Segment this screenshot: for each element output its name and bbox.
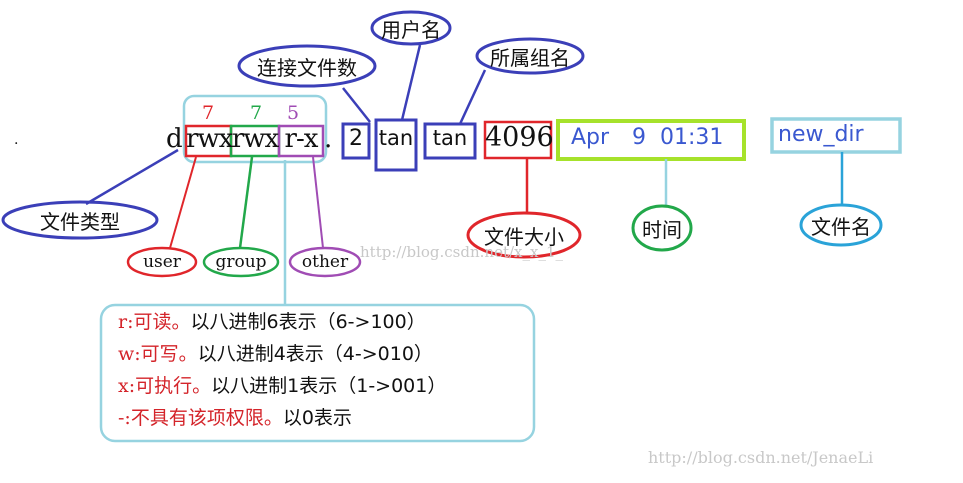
octal-group: 7 — [250, 102, 263, 124]
legend-item-write: w:可写。以八进制4表示（4->010） — [118, 338, 446, 370]
legend-key: x: — [118, 375, 136, 397]
watermark-center: http://blog.csdn.net/x_x_1_ — [360, 243, 563, 261]
file-name-bubble — [799, 203, 883, 247]
links-box — [341, 122, 371, 160]
legend-desc: 不具有该项权限。 — [130, 407, 283, 429]
file-type-connector — [85, 148, 179, 206]
size-value: 4096 — [485, 122, 554, 153]
owner-value: tan — [378, 126, 414, 150]
time-label: 时间 — [642, 217, 682, 242]
legend-item-read: r:可读。以八进制6表示（6->100） — [118, 306, 446, 338]
link-count-bubble — [237, 44, 377, 88]
legend-rest: 以0表示 — [282, 407, 352, 429]
group-name-label: 所属组名 — [490, 45, 570, 70]
group-name-box — [423, 122, 477, 160]
file-name-label: 文件名 — [811, 214, 871, 239]
legend-rest: 以八进制4表示（4->010） — [197, 343, 433, 365]
group-perm-text: rwx — [231, 124, 279, 154]
other-label: other — [301, 252, 349, 272]
legend-rest: 以八进制6表示（6->100） — [190, 311, 426, 333]
octal-other: 5 — [287, 102, 300, 124]
file-type-label: 文件类型 — [40, 209, 120, 234]
group-value: tan — [432, 126, 468, 150]
link-count-connector — [342, 87, 371, 123]
legend-key: r: — [118, 311, 134, 333]
date-time: 01:31 — [660, 125, 724, 150]
link-count-label: 连接文件数 — [257, 55, 357, 80]
group-connector — [238, 156, 254, 249]
user-label: user — [143, 252, 181, 272]
file-type-bubble — [1, 200, 159, 240]
legend-box — [99, 303, 536, 443]
username-label: 用户名 — [381, 17, 441, 42]
filename-value: new_dir — [778, 122, 864, 147]
legend-rest: 以八进制1表示（1->001） — [211, 375, 447, 397]
watermark-corner: http://blog.csdn.net/JenaeLi — [648, 448, 874, 467]
owner-box — [374, 118, 418, 172]
other-bubble — [288, 246, 362, 278]
group-name-bubble — [475, 37, 585, 75]
legend-key: -: — [118, 407, 131, 429]
link-count-value: 2 — [349, 126, 363, 151]
time-bubble — [631, 204, 693, 252]
legend-item-execute: x:可执行。以八进制1表示（1->001） — [118, 370, 446, 402]
trailing-dot: . — [324, 124, 333, 154]
username-bubble — [370, 10, 452, 46]
legend-item-none: -:不具有该项权限。以0表示 — [118, 402, 446, 434]
time-box — [556, 119, 746, 161]
file-type-char: d — [166, 124, 183, 154]
legend-desc: 可读。 — [133, 311, 191, 333]
other-connector — [312, 156, 324, 249]
group-label: group — [215, 252, 267, 272]
legend-list: r:可读。以八进制6表示（6->100） w:可写。以八进制4表示（4->010… — [118, 306, 446, 434]
other-perm-box — [277, 124, 325, 158]
user-bubble — [126, 246, 198, 278]
group-name-connector — [458, 69, 487, 125]
legend-key: w: — [118, 343, 141, 365]
date-day: 9 — [632, 125, 646, 150]
size-box — [483, 120, 553, 160]
octal-user: 7 — [202, 102, 215, 124]
date-month: Apr — [571, 125, 610, 150]
other-perm-text: r-x — [284, 124, 319, 154]
filename-box — [770, 117, 902, 154]
legend-desc: 可执行。 — [135, 375, 212, 397]
group-bubble — [202, 246, 280, 278]
file-size-bubble — [466, 211, 582, 259]
user-connector — [169, 156, 197, 249]
legend-desc: 可写。 — [140, 343, 198, 365]
username-connector — [400, 44, 422, 121]
leading-dot: . — [14, 132, 19, 148]
file-size-label: 文件大小 — [484, 224, 564, 249]
user-perm-text: rwx — [186, 124, 233, 154]
perm-group-box — [182, 94, 328, 164]
